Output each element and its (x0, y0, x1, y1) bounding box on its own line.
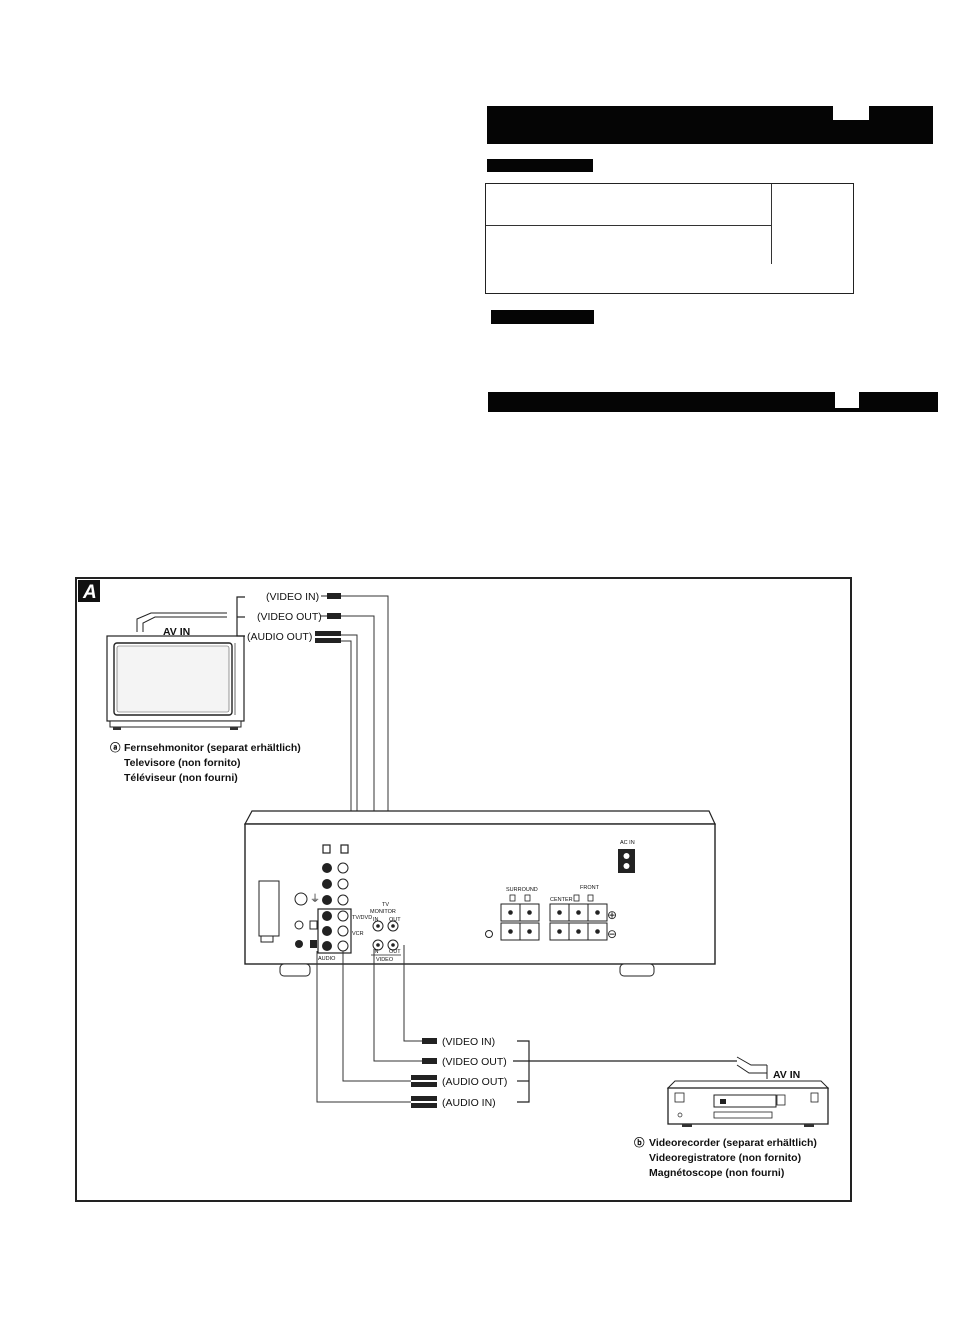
section-header-gap-1 (833, 106, 869, 120)
vcr-cable-label-video-out: (VIDEO OUT) (442, 1056, 507, 1068)
vcr-plug-audio-out (411, 1075, 437, 1087)
plus-symbol: ⊕ (607, 908, 617, 922)
label-tv: TV (382, 902, 389, 908)
ac-inlet (618, 849, 635, 873)
vcr-cable-label-video-in: (VIDEO IN) (442, 1036, 495, 1048)
tv-plug-audio-out (315, 631, 341, 643)
vcr-av-in-arrow (736, 1056, 768, 1079)
connection-diagram: A AV IN (VIDEO IN) (VIDEO OUT) (AUDIO OU… (75, 577, 852, 1202)
tv-av-in-label: AV IN (163, 626, 190, 638)
vcr-caption-fr: Magnétoscope (non fourni) (649, 1167, 784, 1179)
surround-speaker-terminals (500, 894, 540, 941)
svg-text:⏚: ⏚ (310, 893, 320, 905)
tv-marker: ⓐ (110, 741, 121, 754)
minus-symbol: ⊖ (607, 927, 617, 941)
label-tv-dvd: TV/DVD (352, 915, 372, 921)
label-center: CENTER (550, 897, 573, 903)
tv-av-in-arrow (136, 612, 227, 632)
vcr-plug-video-in (422, 1038, 437, 1044)
tv-caption-de: Fernsehmonitor (separat erhältlich) (124, 742, 301, 754)
info-table-divider-v (771, 184, 772, 264)
vcr-caption-de: Videorecorder (separat erhältlich) (649, 1137, 817, 1149)
label-video: VIDEO (376, 957, 394, 963)
front-center-speaker-terminals (549, 894, 608, 941)
label-vcr: VCR (352, 931, 364, 937)
vcr-marker: ⓑ (634, 1136, 645, 1149)
sub-header-bar-2 (491, 310, 594, 324)
info-table-divider-h (486, 225, 771, 226)
label-audio: AUDIO (318, 956, 336, 962)
section-header-bar-2 (488, 392, 938, 412)
label-surround: SURROUND (506, 887, 538, 893)
label-in-top: IN (373, 917, 379, 923)
label-monitor: MONITOR (370, 909, 396, 915)
tv-plug-video-in (321, 593, 341, 599)
av-receiver-rear-panel: ⏚ (243, 810, 716, 977)
figure-letter: A (82, 582, 97, 603)
tv-caption-it: Televisore (non fornito) (124, 757, 240, 769)
vcr-av-in-label: AV IN (773, 1069, 800, 1081)
section-header-gap-2 (835, 392, 859, 408)
tv-cable-label-video-in: (VIDEO IN) (266, 591, 319, 603)
label-out-bottom: OUT (389, 949, 401, 955)
label-out-top: OUT (389, 917, 401, 923)
info-table (485, 183, 854, 294)
vcr-cable-label-audio-in: (AUDIO IN) (442, 1097, 496, 1109)
tv-cable-label-video-out: (VIDEO OUT) (257, 611, 322, 623)
label-ac-in: AC IN (620, 840, 635, 846)
video-jack-array (371, 920, 401, 956)
vcr-plug-audio-in (411, 1096, 437, 1108)
tv-plug-video-out (321, 613, 341, 619)
vcr-icon (666, 1080, 830, 1127)
label-front: FRONT (580, 885, 600, 891)
vcr-plug-video-out (422, 1058, 437, 1064)
vcr-cable-label-audio-out: (AUDIO OUT) (442, 1076, 507, 1088)
tv-monitor-icon (106, 635, 245, 730)
audio-jack-array (317, 862, 352, 954)
label-in-bottom: IN (373, 949, 379, 955)
tv-cable-label-audio-out: (AUDIO OUT) (247, 631, 312, 643)
tv-caption-fr: Téléviseur (non fourni) (124, 772, 238, 784)
sub-header-bar-1 (487, 159, 593, 172)
figure-letter-badge (78, 580, 100, 602)
vcr-caption-it: Videoregistratore (non fornito) (649, 1152, 801, 1164)
